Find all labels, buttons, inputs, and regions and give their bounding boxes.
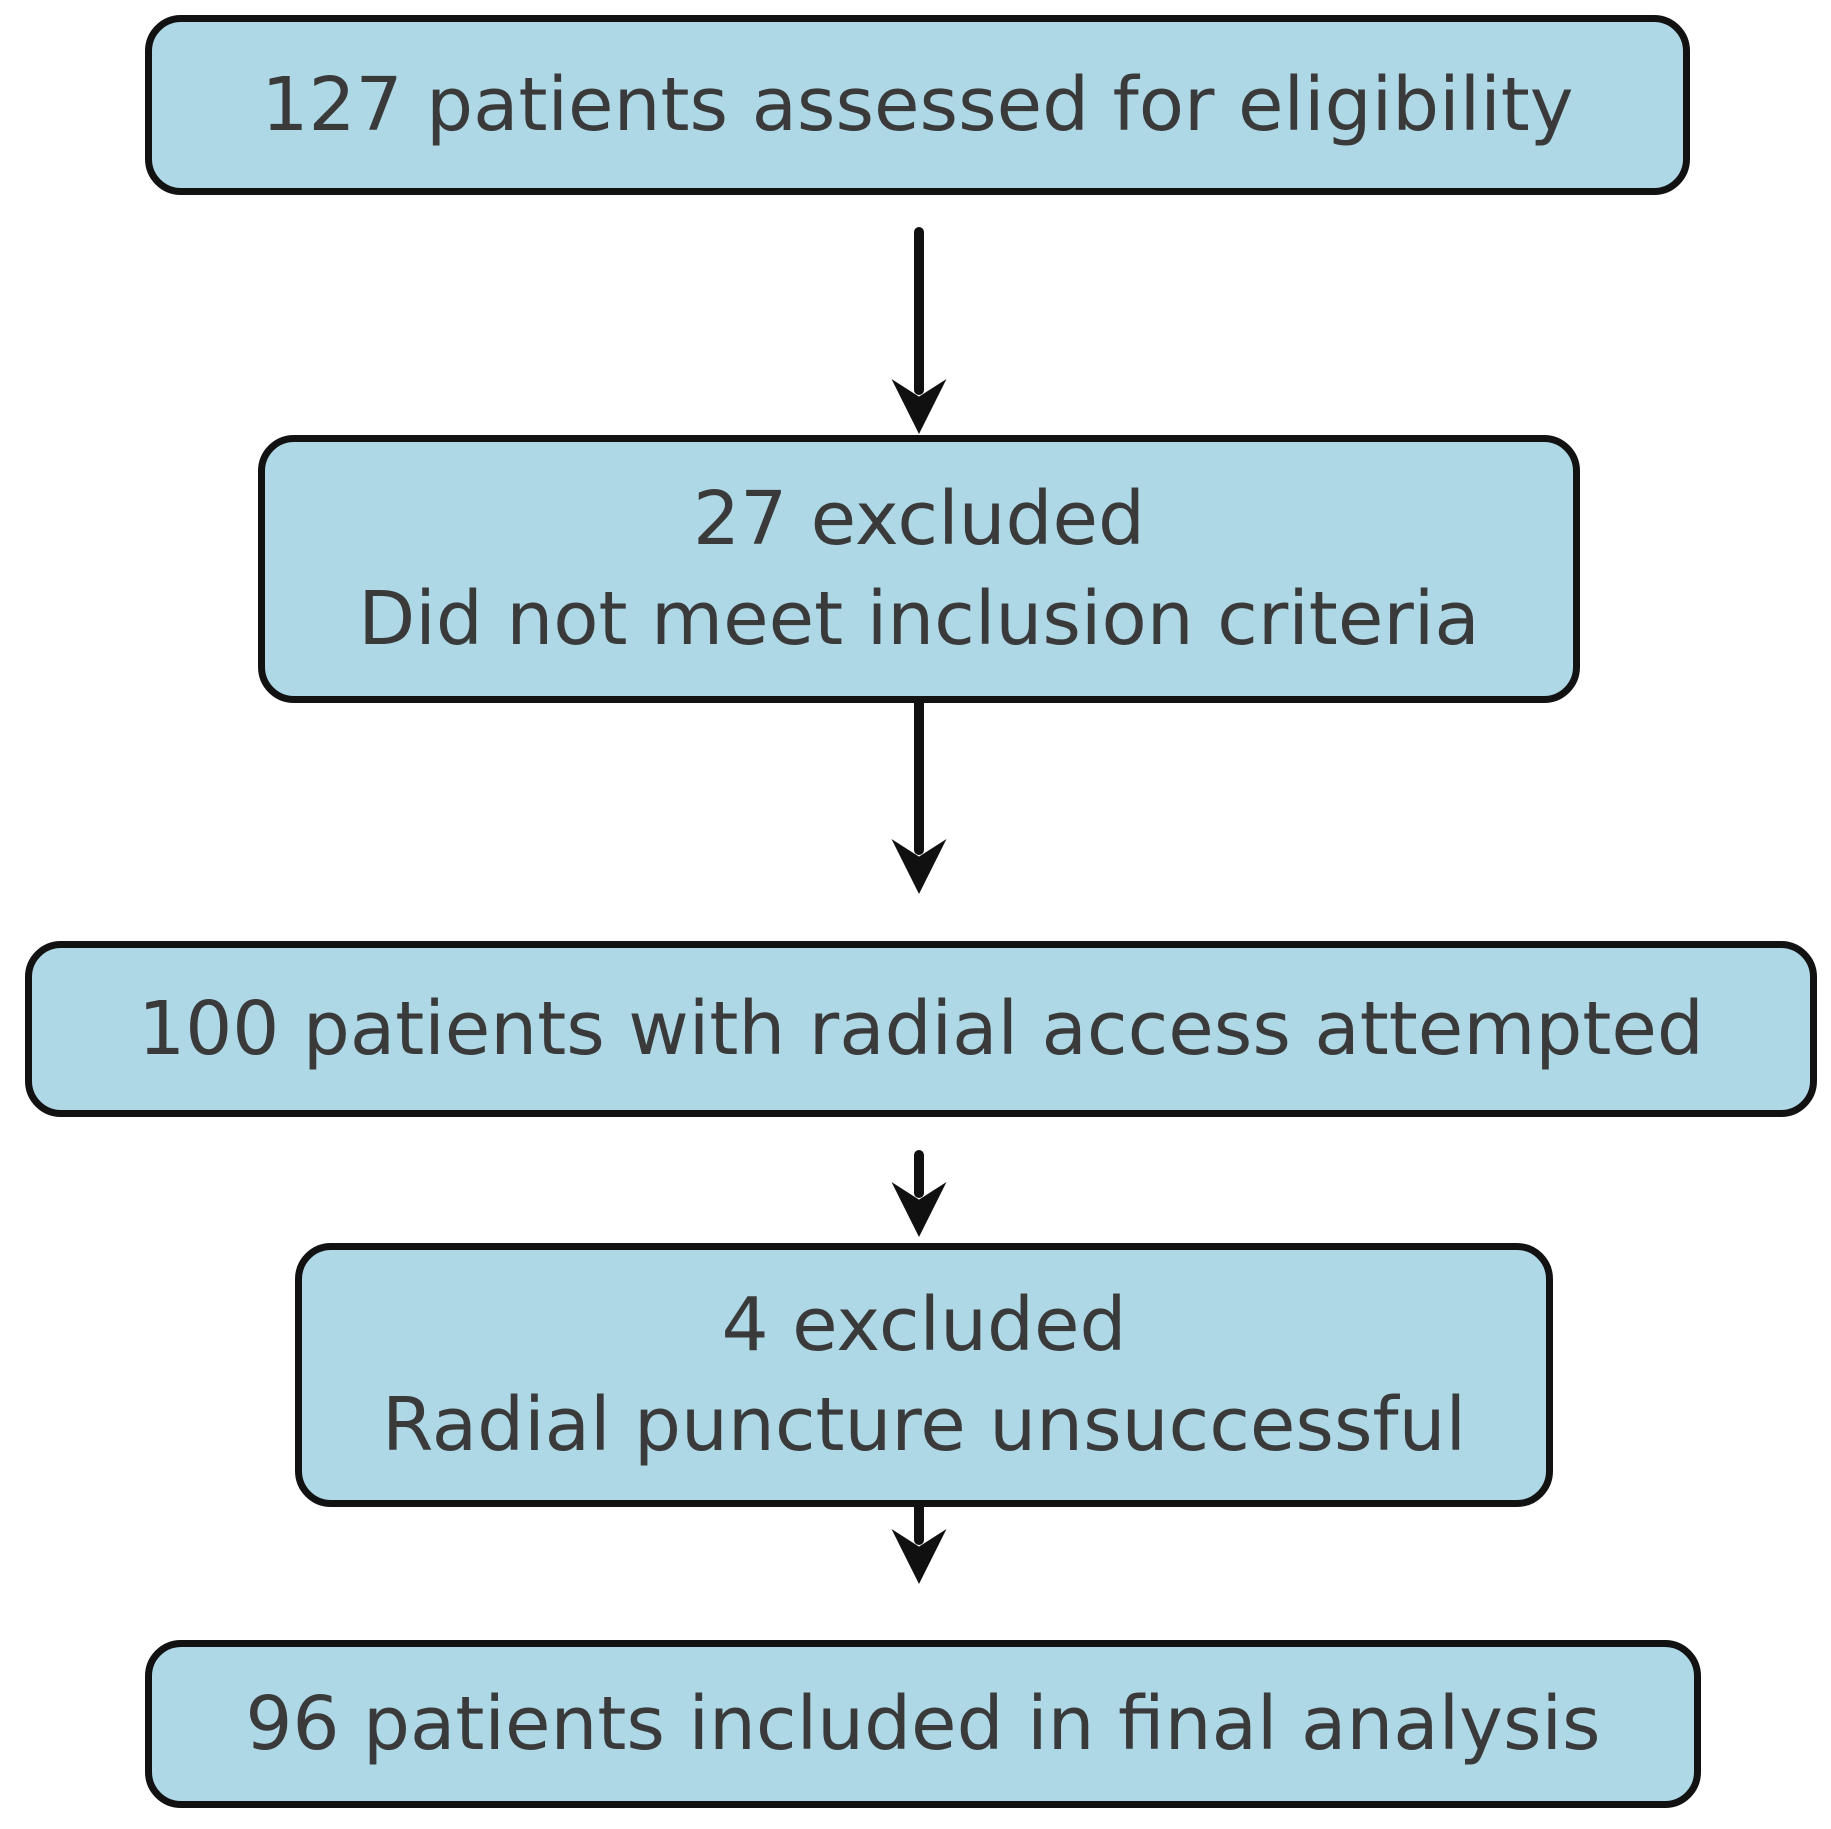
node-text-line: Radial puncture unsuccessful xyxy=(381,1382,1467,1468)
flow-node-assessed: 127 patients assessed for eligibility xyxy=(145,15,1690,195)
flow-node-excluded-inclusion: 27 excluded Did not meet inclusion crite… xyxy=(258,435,1580,703)
node-text-line: 96 patients included in final analysis xyxy=(245,1681,1601,1767)
node-text-line: Did not meet inclusion criteria xyxy=(358,576,1480,662)
node-text-line: 100 patients with radial access attempte… xyxy=(138,986,1704,1072)
flow-node-final-analysis: 96 patients included in final analysis xyxy=(145,1640,1701,1808)
flow-node-excluded-puncture: 4 excluded Radial puncture unsuccessful xyxy=(295,1243,1553,1507)
flow-node-radial-attempted: 100 patients with radial access attempte… xyxy=(25,941,1817,1117)
node-text-line: 127 patients assessed for eligibility xyxy=(261,62,1574,148)
node-text-line: 27 excluded xyxy=(692,476,1146,562)
node-text-line: 4 excluded xyxy=(721,1282,1127,1368)
